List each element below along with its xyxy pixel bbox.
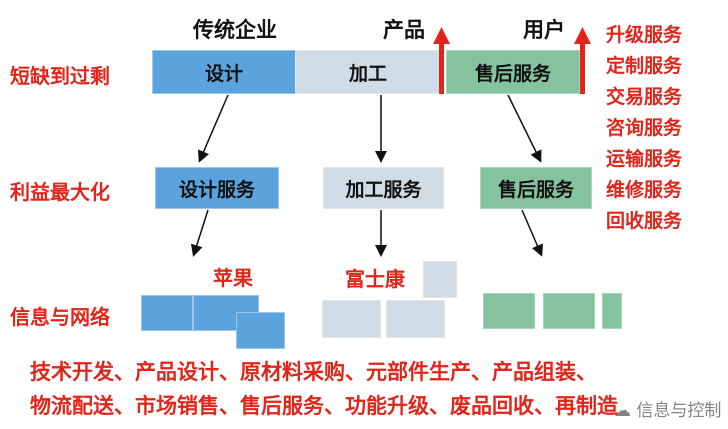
network-block xyxy=(423,261,457,298)
service-item: 运输服务 xyxy=(606,148,683,170)
network-block xyxy=(386,300,445,338)
label-traditional-enterprise: 传统企业 xyxy=(193,18,277,42)
arrow-icon xyxy=(198,94,229,163)
processing-service-label: 加工服务 xyxy=(345,178,422,201)
wechat-icon: ☁ xyxy=(614,401,637,421)
label-product: 产品 xyxy=(383,18,425,42)
network-block xyxy=(236,312,285,349)
service-item: 维修服务 xyxy=(606,179,683,201)
value-chain-line-2: 物流配送、市场销售、售后服务、功能升级、废品回收、再制造 xyxy=(30,394,618,418)
network-block xyxy=(483,293,535,329)
service-item: 回收服务 xyxy=(606,210,683,232)
design-service-label: 设计服务 xyxy=(178,178,255,201)
network-block xyxy=(602,293,622,329)
red-up-arrow-icon xyxy=(433,27,450,94)
bar-processing-label: 加工 xyxy=(348,62,387,85)
service-item: 升级服务 xyxy=(606,24,683,46)
arrow-icon xyxy=(191,209,209,257)
network-block xyxy=(141,295,193,331)
bar-processing: 加工 xyxy=(295,50,441,94)
watermark-text: 信息与控制 xyxy=(636,401,722,421)
service-item: 咨询服务 xyxy=(606,117,683,139)
label-foxconn: 富士康 xyxy=(345,267,405,291)
bar-design-label: 设计 xyxy=(204,62,243,85)
value-chain-line-1: 技术开发、产品设计、原材料采购、元部件生产、产品组装、 xyxy=(30,360,597,384)
label-shortage-to-surplus: 短缺到过剩 xyxy=(10,64,110,88)
network-block xyxy=(322,300,381,338)
arrow-icon xyxy=(521,209,543,257)
label-profit-max: 利益最大化 xyxy=(10,180,110,204)
processing-service-box: 加工服务 xyxy=(323,167,444,209)
after-sales-service-label: 售后服务 xyxy=(497,178,574,201)
bar-after-sales-label: 售后服务 xyxy=(474,62,551,85)
watermark: ☁ 信息与控制 xyxy=(614,396,721,421)
arrow-icon xyxy=(507,94,542,163)
design-service-box: 设计服务 xyxy=(155,167,279,209)
service-item: 交易服务 xyxy=(606,86,683,108)
red-up-arrow-icon xyxy=(574,27,591,94)
service-item: 定制服务 xyxy=(606,55,683,77)
after-sales-service-box: 售后服务 xyxy=(480,167,592,209)
bar-after-sales: 售后服务 xyxy=(446,50,580,94)
service-list: 升级服务 定制服务 交易服务 咨询服务 运输服务 维修服务 回收服务 xyxy=(606,20,682,237)
label-info-network: 信息与网络 xyxy=(10,305,110,329)
label-user: 用户 xyxy=(523,18,565,42)
label-apple: 苹果 xyxy=(213,266,253,290)
network-block xyxy=(543,293,595,329)
